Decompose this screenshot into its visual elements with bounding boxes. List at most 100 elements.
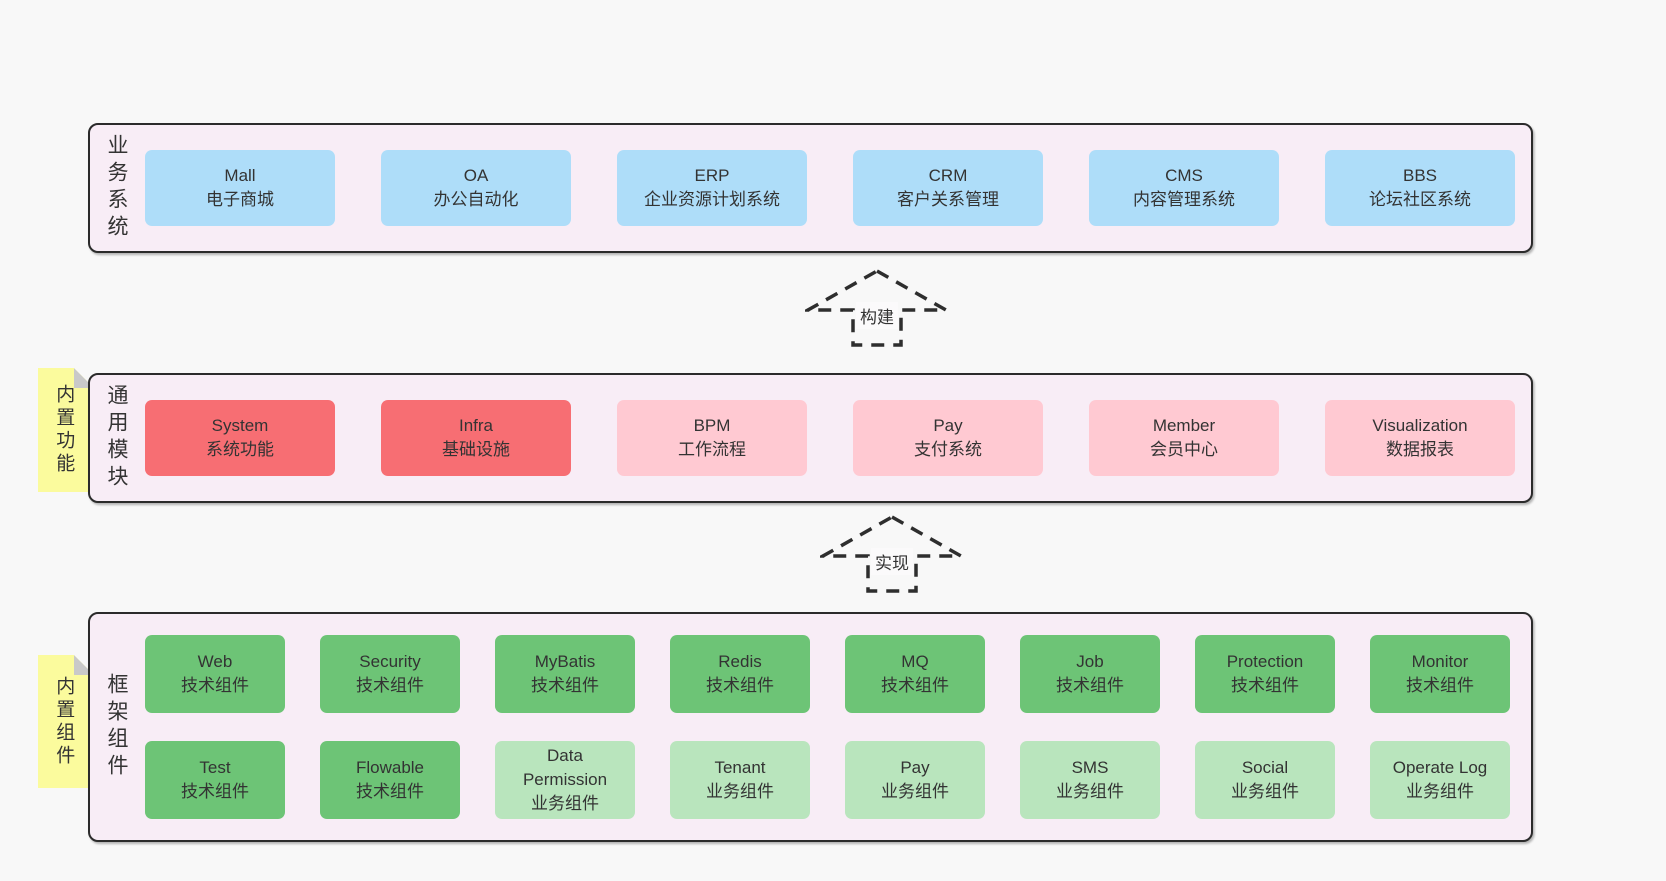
box-system: System 系统功能 [145,400,335,476]
arrow-implement: 实现 [820,514,964,594]
box-title: CMS [1165,166,1203,185]
layer-title: 业务系统 [105,134,128,242]
arrow-label: 构建 [856,302,898,329]
box-subtitle: 技术组件 [181,676,249,695]
box-subtitle: 技术组件 [1056,676,1124,695]
box-subtitle: 办公自动化 [433,190,519,209]
box-subtitle: 支付系统 [914,440,982,459]
box-title: Monitor [1411,652,1469,671]
box-subtitle: 业务组件 [531,794,599,813]
box-title: Security [359,652,421,671]
box-title: MyBatis [534,652,596,671]
layer-title: 通用模块 [105,384,128,492]
sticky-label: 内置组件 [53,675,75,768]
box-subtitle: 技术组件 [531,676,599,695]
box-title: Flowable [355,758,425,777]
box-title: Pay [900,758,930,777]
sticky-note-builtin-features: 内置功能 [38,368,94,492]
box-subtitle: 技术组件 [881,676,949,695]
box-title: Tenant [714,758,766,777]
sticky-note-builtin-components: 内置组件 [38,655,94,788]
box-title: Mall [224,166,256,185]
box-subtitle: 技术组件 [181,782,249,801]
box-mq: MQ 技术组件 [845,635,985,713]
box-subtitle: 内容管理系统 [1133,190,1235,209]
box-protection: Protection 技术组件 [1195,635,1335,713]
box-subtitle: 技术组件 [356,676,424,695]
box-title: BPM [693,416,731,435]
arrow-label: 实现 [871,548,913,575]
box-title: System [211,416,269,435]
box-subtitle: 工作流程 [678,440,746,459]
box-subtitle: 业务组件 [1056,782,1124,801]
box-visualization: Visualization 数据报表 [1325,400,1515,476]
box-job: Job 技术组件 [1020,635,1160,713]
box-tenant: Tenant 业务组件 [670,741,810,819]
box-mall: Mall 电子商城 [145,150,335,226]
box-title: BBS [1402,166,1438,185]
box-bpm: BPM 工作流程 [617,400,807,476]
box-title: OA [463,166,489,185]
arrow-build: 构建 [805,268,949,348]
box-subtitle: 业务组件 [706,782,774,801]
box-subtitle: 数据报表 [1386,440,1454,459]
box-title: Job [1076,652,1104,671]
box-title: MQ [901,652,929,671]
box-cms: CMS 内容管理系统 [1089,150,1279,226]
box-title: Web [197,652,233,671]
box-title: Test [199,758,231,777]
box-member: Member 会员中心 [1089,400,1279,476]
box-subtitle: 业务组件 [1406,782,1474,801]
box-subtitle: 客户关系管理 [897,190,999,209]
box-title: Infra [458,416,494,435]
box-title: Protection [1226,652,1304,671]
box-pay: Pay 支付系统 [853,400,1043,476]
box-title: CRM [928,166,968,185]
box-subtitle: 技术组件 [706,676,774,695]
box-subtitle: 会员中心 [1150,440,1218,459]
box-monitor: Monitor 技术组件 [1370,635,1510,713]
box-subtitle: 企业资源计划系统 [644,190,780,209]
box-title: Visualization [1372,416,1468,435]
box-crm: CRM 客户关系管理 [853,150,1043,226]
box-subtitle: 业务组件 [881,782,949,801]
box-flowable: Flowable 技术组件 [320,741,460,819]
layer-title: 框架组件 [105,673,128,781]
box-title: Social [1241,758,1289,777]
box-subtitle: 电子商城 [206,190,274,209]
box-mybatis: MyBatis 技术组件 [495,635,635,713]
arrow-up-icon [820,514,964,593]
box-pay: Pay 业务组件 [845,741,985,819]
box-subtitle: 技术组件 [1231,676,1299,695]
box-title: Member [1152,416,1216,435]
box-oa: OA 办公自动化 [381,150,571,226]
box-data-permission: Data Permission 业务组件 [495,741,635,819]
box-subtitle: 系统功能 [206,440,274,459]
box-bbs: BBS 论坛社区系统 [1325,150,1515,226]
box-web: Web 技术组件 [145,635,285,713]
arrow-up-icon [805,268,949,347]
box-title: Pay [933,416,963,435]
box-title: Data Permission [522,746,608,789]
box-security: Security 技术组件 [320,635,460,713]
box-subtitle: 技术组件 [1406,676,1474,695]
box-subtitle: 技术组件 [356,782,424,801]
box-subtitle: 论坛社区系统 [1369,190,1471,209]
box-test: Test 技术组件 [145,741,285,819]
